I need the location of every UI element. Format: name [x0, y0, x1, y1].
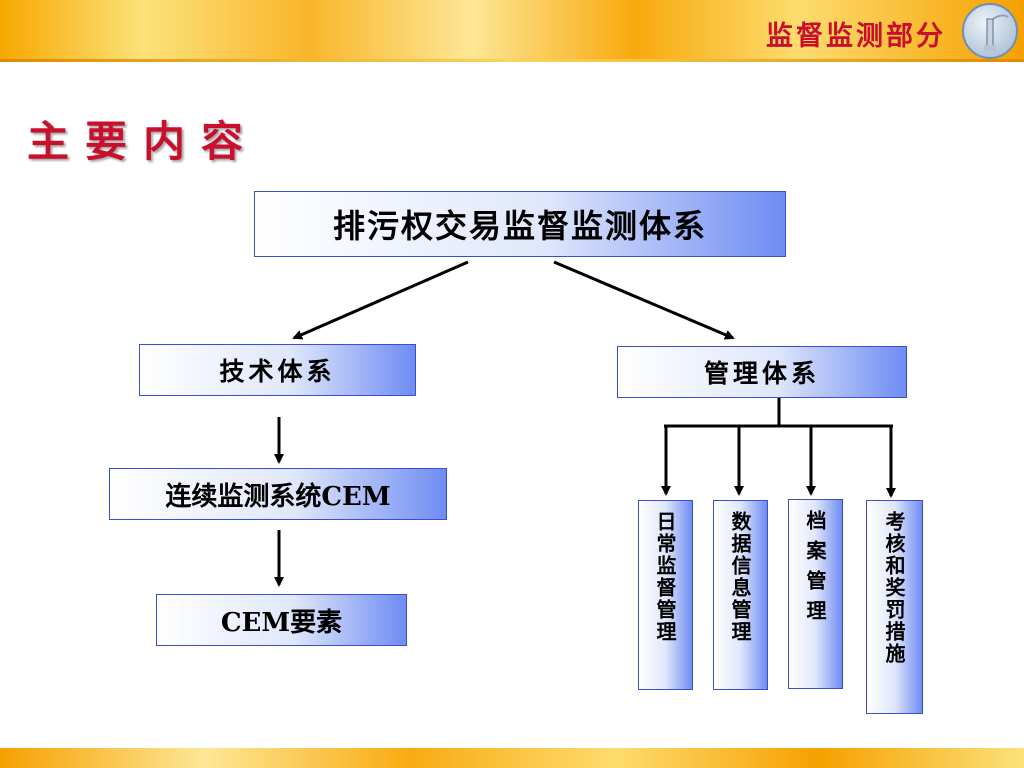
- cem-elements-node: CEM要素: [156, 594, 407, 646]
- section-title: 监督监测部分: [766, 21, 946, 52]
- arrow-root-to-mgmt: [553, 260, 735, 340]
- mgmt-system-node: 管理体系: [617, 346, 907, 398]
- header-band: [0, 0, 1024, 62]
- footer-band: [0, 748, 1024, 768]
- mgmt-child-assessment: 考核和奖罚措施: [866, 500, 923, 714]
- logo-icon: [962, 3, 1018, 59]
- page-title: 主要内容: [27, 117, 260, 166]
- mgmt-child-daily-supervision: 日常监督管理: [638, 500, 693, 690]
- mgmt-child-data-info: 数据信息管理: [713, 500, 768, 690]
- arrow-root-to-tech: [292, 260, 469, 340]
- root-node: 排污权交易监督监测体系: [254, 191, 786, 257]
- cem-node: 连续监测系统CEM: [109, 468, 447, 520]
- mgmt-child-archive: 档案管理: [788, 499, 843, 689]
- tech-system-node: 技术体系: [139, 344, 416, 396]
